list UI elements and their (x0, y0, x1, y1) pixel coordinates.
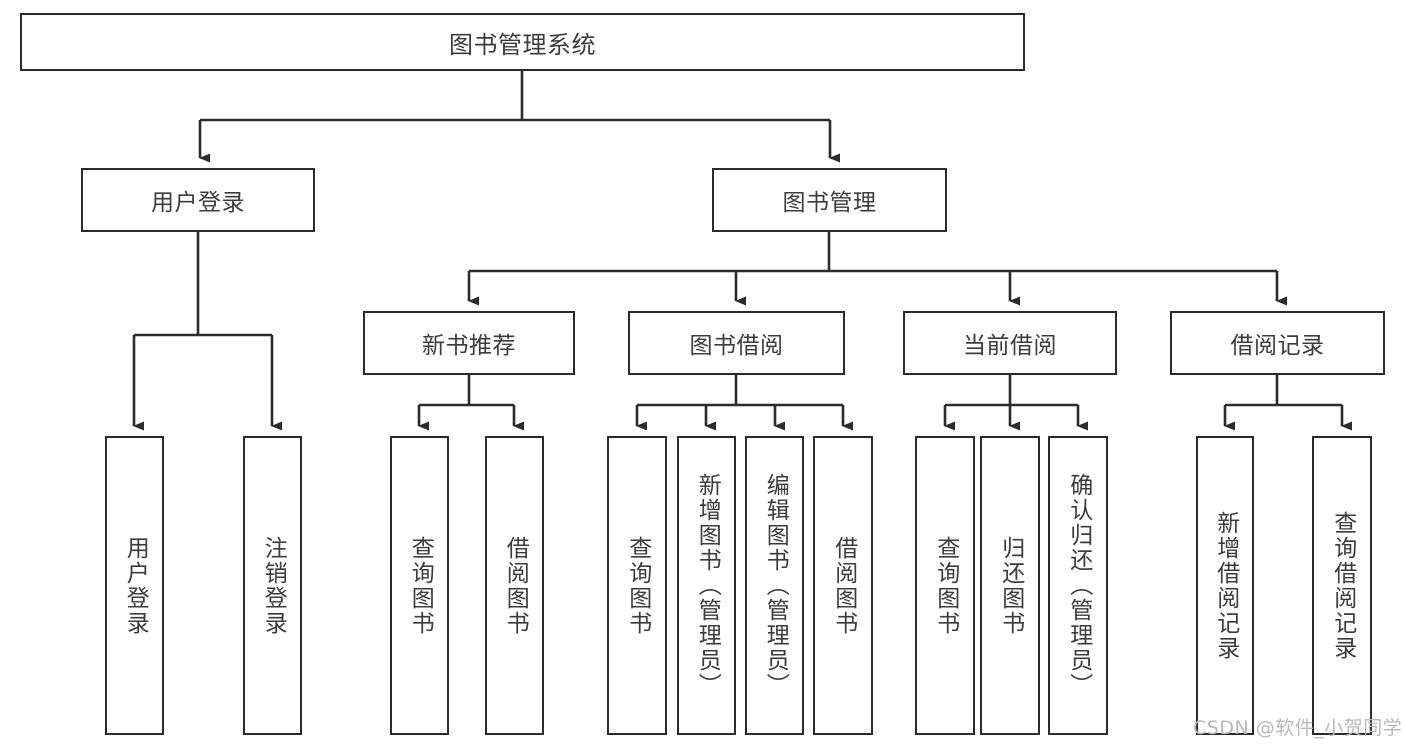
leaf-add-borrow-record[interactable]: 新增借阅记录 (1196, 436, 1254, 735)
leaf-confirm-return-admin[interactable]: 确认归还（管理员） (1048, 436, 1108, 735)
leaf-query-book-current[interactable]: 查询图书 (915, 436, 975, 735)
leaf-borrow-book-recommend[interactable]: 借阅图书 (485, 436, 544, 735)
node-borrow-record[interactable]: 借阅记录 (1170, 311, 1385, 375)
node-current-borrow[interactable]: 当前借阅 (903, 311, 1117, 375)
leaf-query-book-borrow[interactable]: 查询图书 (607, 436, 667, 735)
leaf-query-book-recommend[interactable]: 查询图书 (390, 436, 449, 735)
leaf-add-book-admin[interactable]: 新增图书（管理员） (677, 436, 736, 735)
leaf-return-book[interactable]: 归还图书 (980, 436, 1040, 735)
node-book-borrow[interactable]: 图书借阅 (628, 311, 845, 375)
node-user-login[interactable]: 用户登录 (81, 168, 315, 232)
leaf-user-login[interactable]: 用户登录 (105, 436, 164, 735)
leaf-query-borrow-record[interactable]: 查询借阅记录 (1312, 436, 1372, 735)
leaf-borrow-book[interactable]: 借阅图书 (813, 436, 873, 735)
leaf-logout[interactable]: 注销登录 (243, 436, 302, 735)
node-new-book-recommend[interactable]: 新书推荐 (363, 311, 575, 375)
node-root-system[interactable]: 图书管理系统 (20, 13, 1025, 71)
csdn-watermark: CSDN @软件_小贺同学 (1193, 717, 1403, 739)
leaf-edit-book-admin[interactable]: 编辑图书（管理员） (745, 436, 804, 735)
node-book-management[interactable]: 图书管理 (712, 168, 947, 232)
